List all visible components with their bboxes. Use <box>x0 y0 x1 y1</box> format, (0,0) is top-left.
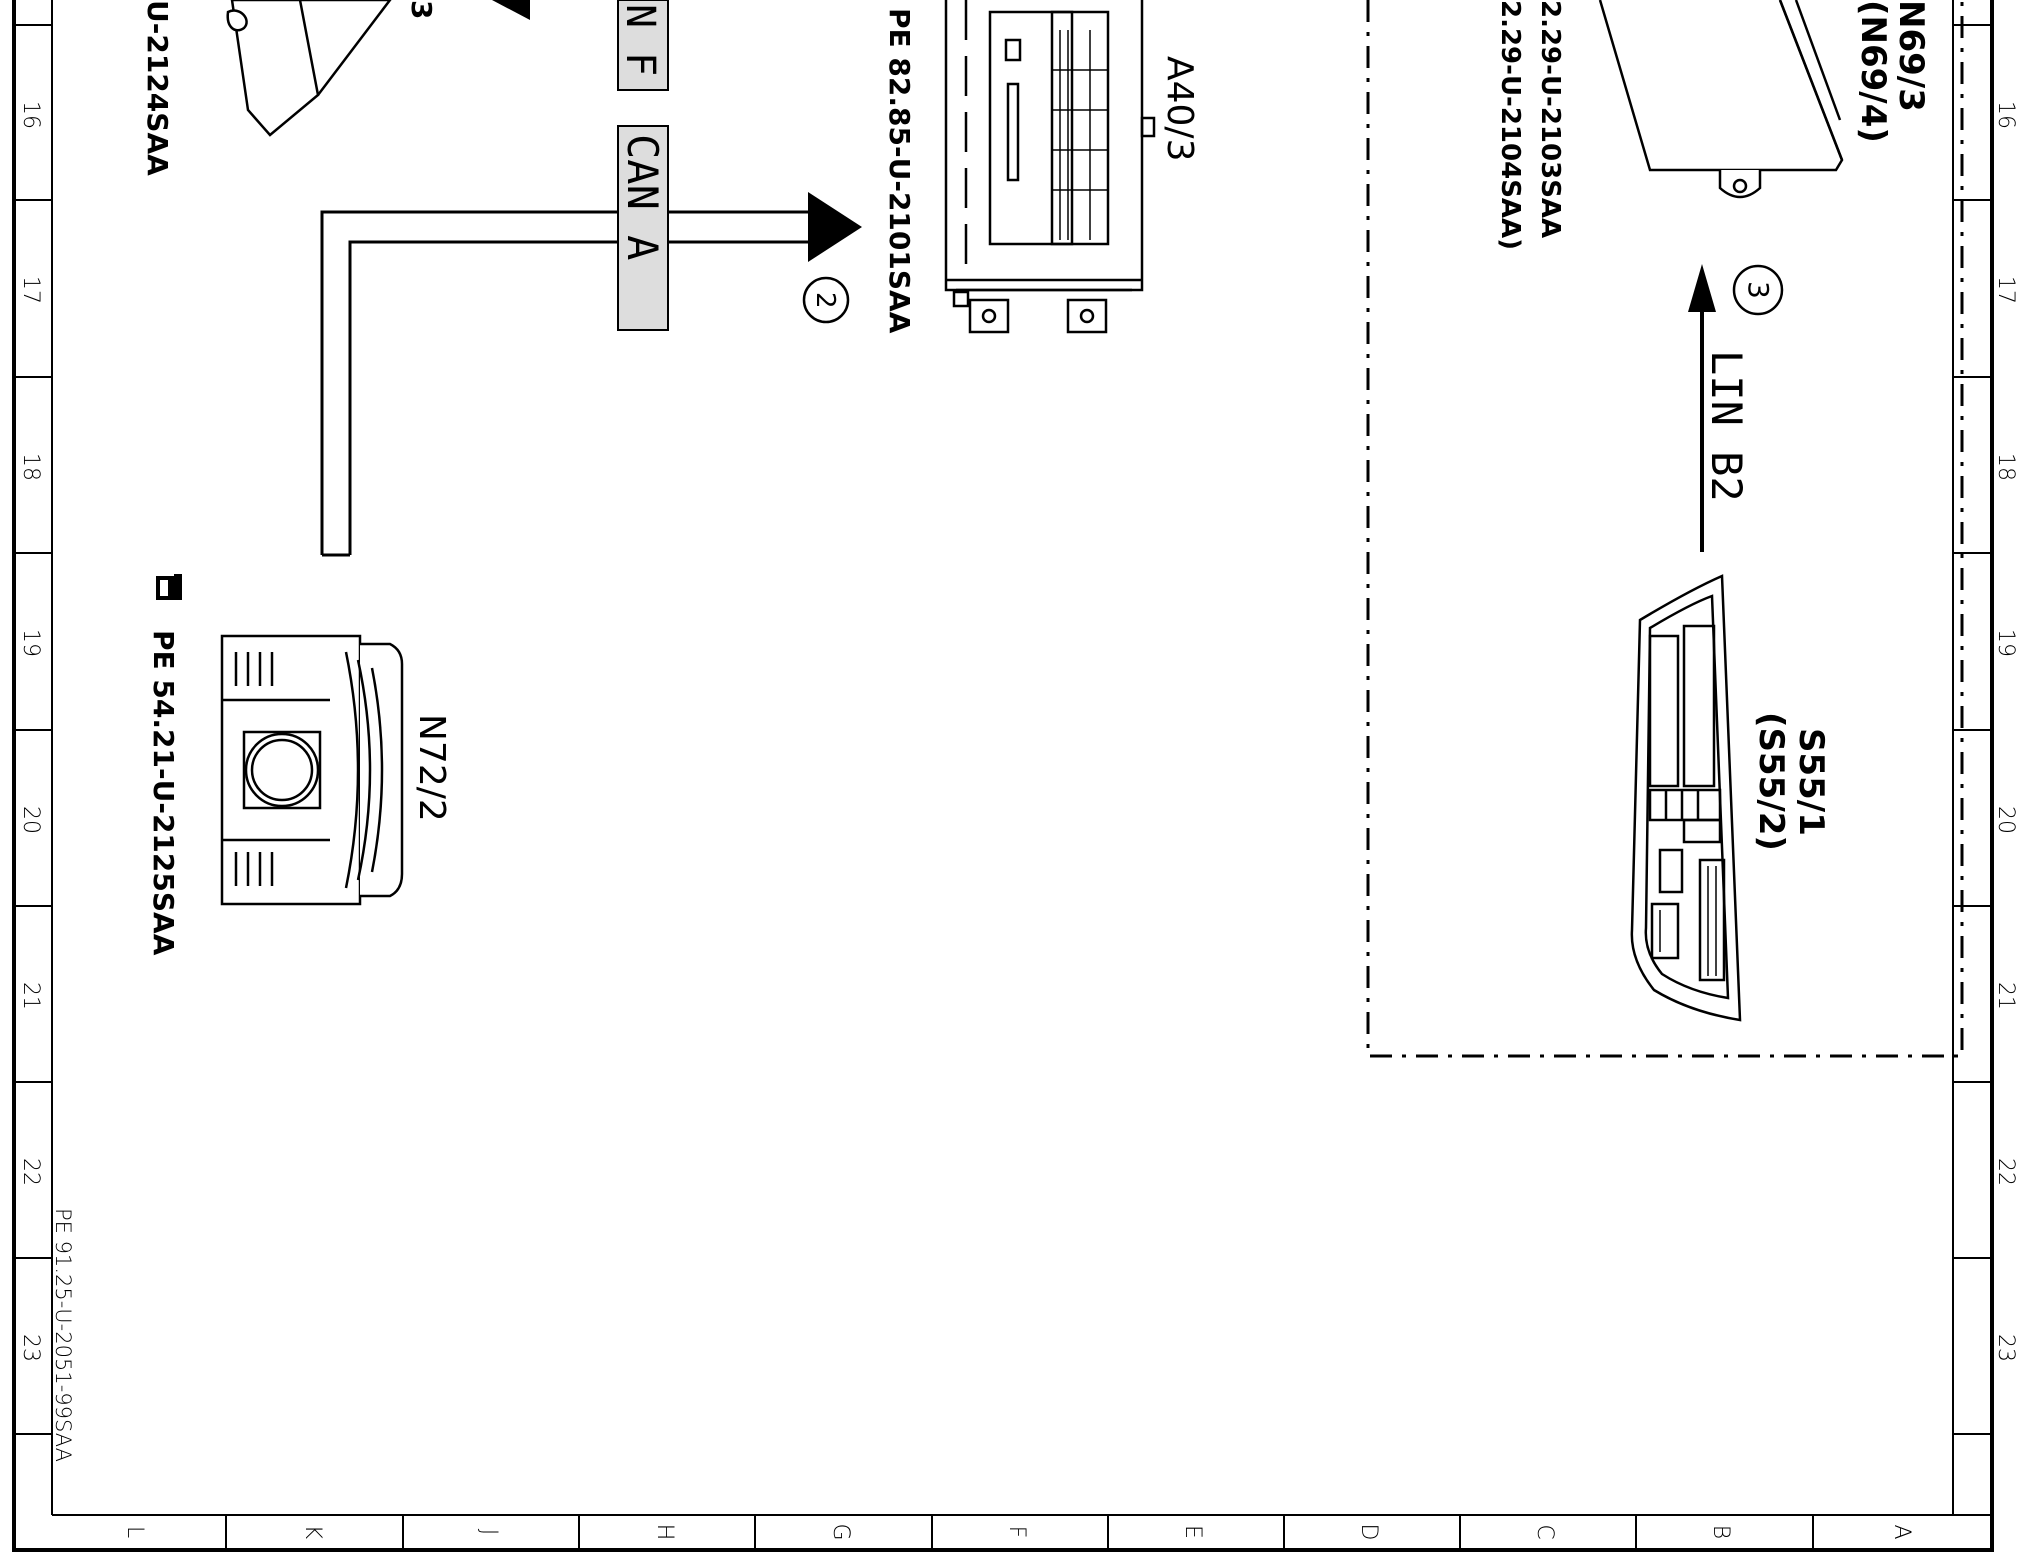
can-a-label: CAN A <box>618 134 667 260</box>
column-letter: J <box>476 1529 501 1536</box>
row-number: 19 <box>18 629 43 657</box>
lin-b2-marker-circle <box>1732 264 1784 316</box>
column-letter: L <box>122 1526 147 1538</box>
a40-3-component <box>944 0 1156 334</box>
n72-2-component <box>220 634 404 906</box>
s55-1-component <box>1630 574 1742 1022</box>
sheet-frame <box>12 0 1994 1552</box>
n69-3-ref: 2.29-U-2103SAA <box>1535 0 1565 238</box>
row-numbers-right: 16 17 18 19 20 21 22 23 <box>1993 101 2018 1362</box>
a40-3-ref: PE 82.85-U-2101SAA <box>883 8 916 334</box>
column-letter: K <box>300 1525 325 1540</box>
top-left-component-label: 3 <box>405 0 438 19</box>
lin-b2-label: LIN B2 <box>1702 350 1751 502</box>
row-number: 17 <box>1993 276 2018 304</box>
n69-3-label: N69/3 <box>1891 0 1931 112</box>
column-letter: D <box>1356 1524 1381 1541</box>
n69-3-ref-alt: 2.29-U-2104SAA) <box>1495 0 1525 250</box>
row-number: 19 <box>1993 629 2018 657</box>
row-numbers-left: 16 17 18 19 20 21 22 23 <box>18 101 43 1362</box>
arrow-head-left <box>492 0 530 20</box>
top-bus-label: N F <box>617 4 663 76</box>
n69-3-label-alt: (N69/4) <box>1853 0 1893 143</box>
n72-2-ref: PE 54.21-U-2125SAA <box>147 630 180 956</box>
optional-equipment-boundary <box>1366 0 1964 1058</box>
lin-b2-marker: 3 <box>1742 281 1775 299</box>
can-a-marker-circle <box>802 276 850 324</box>
row-number: 20 <box>18 806 43 834</box>
can-a-marker: 2 <box>810 292 840 309</box>
column-letter: F <box>1004 1526 1029 1539</box>
row-number: 18 <box>18 453 43 481</box>
column-letters: L K J H G F E D C B A <box>122 1523 1914 1540</box>
s55-1-label: S55/1 <box>1791 728 1831 836</box>
row-number: 23 <box>18 1334 43 1362</box>
pointing-hand-icon <box>156 574 182 600</box>
row-number: 23 <box>1993 1334 2018 1362</box>
row-number: 22 <box>18 1158 43 1186</box>
column-letter: A <box>1889 1524 1914 1539</box>
row-ticks <box>14 24 1992 1435</box>
document-id: PE 91.25-U-2051-99SAA <box>51 1208 75 1462</box>
a40-3-label: A40/3 <box>1159 56 1200 161</box>
row-number: 16 <box>18 101 43 129</box>
column-letter: G <box>828 1523 853 1540</box>
column-letter: C <box>1532 1524 1557 1539</box>
top-left-component-ref: U-2124SAA <box>141 0 174 176</box>
can-a-label-box <box>617 125 669 331</box>
column-ticks <box>225 1515 1814 1550</box>
can-a-arrow-head <box>808 192 862 262</box>
row-number: 18 <box>1993 453 2018 481</box>
top-bus-label-box <box>617 0 669 91</box>
column-letter: E <box>1180 1525 1205 1539</box>
row-number: 21 <box>1993 982 2018 1010</box>
top-left-component <box>226 0 392 137</box>
n72-2-label: N72/2 <box>411 714 452 822</box>
row-number: 17 <box>18 276 43 304</box>
row-number: 16 <box>1993 101 2018 129</box>
row-number: 20 <box>1993 806 2018 834</box>
row-number: 22 <box>1993 1158 2018 1186</box>
column-letter: B <box>1708 1525 1733 1539</box>
column-letter: H <box>652 1524 677 1541</box>
s55-1-label-alt: (S55/2) <box>1751 712 1791 851</box>
can-a-line <box>320 210 820 557</box>
lin-b2-arrow-head <box>1688 264 1716 312</box>
n69-3-component <box>1598 0 1844 199</box>
row-number: 21 <box>18 982 43 1010</box>
